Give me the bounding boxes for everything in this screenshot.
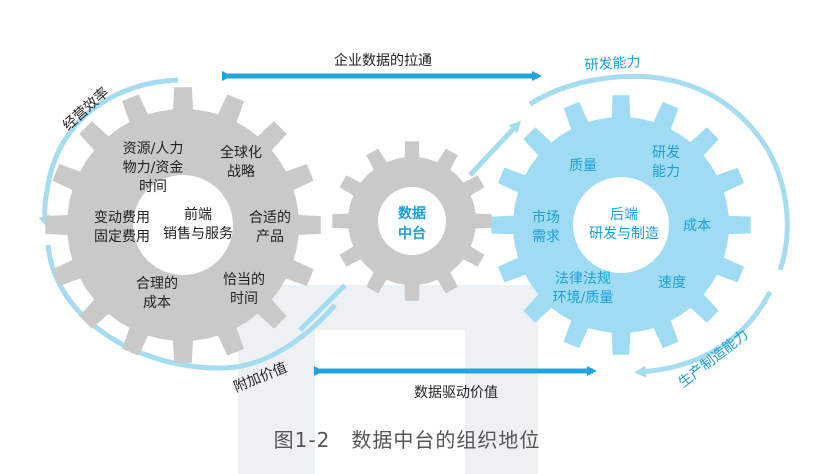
svg-text:固定费用: 固定费用: [94, 229, 150, 245]
right-item-speed: 速度: [658, 275, 686, 291]
arc-label-manufacturing: 生产制造能力: [676, 327, 752, 391]
left-item-globalization: 全球化 战略: [220, 144, 262, 180]
svg-text:能力: 能力: [652, 164, 680, 180]
svg-text:需求: 需求: [532, 229, 560, 245]
svg-text:速度: 速度: [658, 275, 686, 291]
svg-text:数据: 数据: [398, 205, 426, 222]
svg-text:销售与服务: 销售与服务: [163, 226, 233, 242]
svg-text:中台: 中台: [398, 225, 426, 242]
svg-text:研发与制造: 研发与制造: [589, 226, 659, 242]
watermark-inner: [315, 330, 465, 474]
right-item-quality: 质量: [569, 158, 597, 174]
arc-top-left: [38, 77, 179, 228]
arc-bottom-right: [634, 290, 773, 378]
top-arrow-label: 企业数据的拉通: [334, 52, 432, 69]
svg-text:质量: 质量: [569, 158, 597, 174]
svg-text:合适的: 合适的: [249, 210, 291, 226]
svg-text:市场: 市场: [532, 209, 560, 226]
svg-text:研发: 研发: [652, 145, 680, 161]
figure-caption: 图1-2 数据中台的组织地位: [274, 428, 541, 452]
right-item-cost: 成本: [683, 218, 711, 234]
svg-text:全球化: 全球化: [220, 144, 262, 161]
svg-text:合理的: 合理的: [136, 276, 178, 292]
left-item-product: 合适的 产品: [249, 210, 291, 245]
right-item-regulation: 法律法规 环境/质量: [553, 271, 614, 306]
connector-upper: [468, 120, 522, 177]
left-item-costs: 变动费用 固定费用: [94, 210, 150, 245]
svg-text:前端: 前端: [184, 206, 212, 223]
svg-text:产品: 产品: [256, 229, 284, 245]
left-item-resources: 资源/人力 物力/资金 时间: [123, 141, 184, 195]
svg-text:变动费用: 变动费用: [94, 210, 150, 226]
left-gear-center-label: 前端 销售与服务: [163, 206, 233, 242]
connector-lower: [298, 283, 347, 332]
svg-text:战略: 战略: [227, 164, 255, 180]
svg-text:时间: 时间: [230, 291, 258, 307]
svg-text:法律法规: 法律法规: [555, 271, 611, 287]
svg-text:后端: 后端: [610, 207, 638, 223]
bottom-arrow-label: 数据驱动价值: [414, 385, 498, 401]
svg-text:时间: 时间: [139, 179, 167, 195]
svg-text:环境/质量: 环境/质量: [553, 290, 614, 306]
right-gear-hub: [573, 177, 669, 273]
arc-top-right: [528, 73, 790, 271]
svg-text:资源/人力: 资源/人力: [123, 141, 184, 157]
svg-text:成本: 成本: [143, 295, 171, 311]
middle-gear-hub: [378, 187, 446, 255]
left-item-reasonable-cost: 合理的 成本: [136, 276, 178, 311]
left-gear-hub: [133, 175, 233, 275]
right-item-rd-capability: 研发 能力: [652, 145, 680, 180]
svg-text:成本: 成本: [683, 218, 711, 234]
right-item-market: 市场 需求: [532, 209, 560, 245]
svg-text:物力/资金: 物力/资金: [123, 160, 184, 176]
left-item-timing: 恰当的 时间: [223, 272, 265, 307]
arc-bottom-left: [45, 244, 337, 371]
right-gear-center-label: 后端 研发与制造: [589, 207, 659, 242]
middle-gear-label: 数据 中台: [398, 205, 426, 242]
arc-label-efficiency: 经营效率: [59, 84, 112, 134]
svg-text:恰当的: 恰当的: [223, 272, 265, 288]
arc-label-rd: 研发能力: [584, 54, 641, 74]
